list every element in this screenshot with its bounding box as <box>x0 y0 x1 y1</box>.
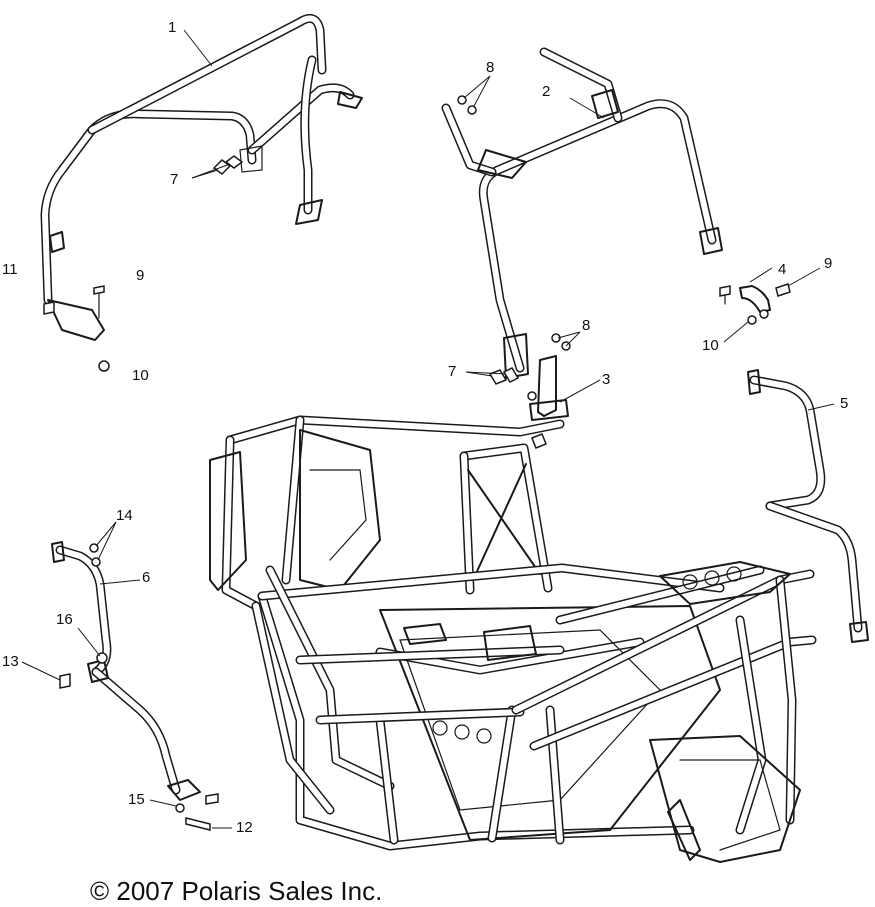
callout-9-right: 9 <box>824 255 832 272</box>
part-1-front-roll-bar <box>40 13 363 341</box>
part-4-bracket <box>739 285 771 313</box>
callout-8-lower: 8 <box>582 317 590 334</box>
callout-12: 12 <box>236 819 253 836</box>
callout-14: 14 <box>116 507 133 524</box>
callout-9-left: 9 <box>136 267 144 284</box>
callout-15: 15 <box>128 791 145 808</box>
callout-16: 16 <box>56 611 73 628</box>
callout-6: 6 <box>142 569 150 586</box>
part-3-mount-bracket <box>529 355 569 421</box>
callout-11: 11 <box>2 261 18 278</box>
callout-13: 13 <box>2 653 19 670</box>
callout-3: 3 <box>602 371 610 388</box>
callout-7-upper: 7 <box>170 171 178 188</box>
leader-lines <box>21 29 835 829</box>
callout-5: 5 <box>840 395 848 412</box>
part-2-rear-roll-bar <box>441 47 723 379</box>
callout-10-right: 10 <box>702 337 719 354</box>
hardware <box>43 95 791 831</box>
callout-8-upper: 8 <box>486 59 494 76</box>
callout-2: 2 <box>542 83 550 100</box>
part-6-left-side-bar <box>51 541 201 801</box>
callout-labels: 1 2 3 4 5 6 7 7 8 8 9 9 10 10 11 12 13 1… <box>2 19 848 836</box>
copyright-notice: © 2007 Polaris Sales Inc. <box>90 876 382 906</box>
part-5-right-side-bar <box>747 369 869 643</box>
callout-10-left: 10 <box>132 367 149 384</box>
main-frame <box>209 415 817 863</box>
callout-7-lower: 7 <box>448 363 456 380</box>
callout-4: 4 <box>778 261 786 278</box>
callout-1: 1 <box>168 19 176 36</box>
